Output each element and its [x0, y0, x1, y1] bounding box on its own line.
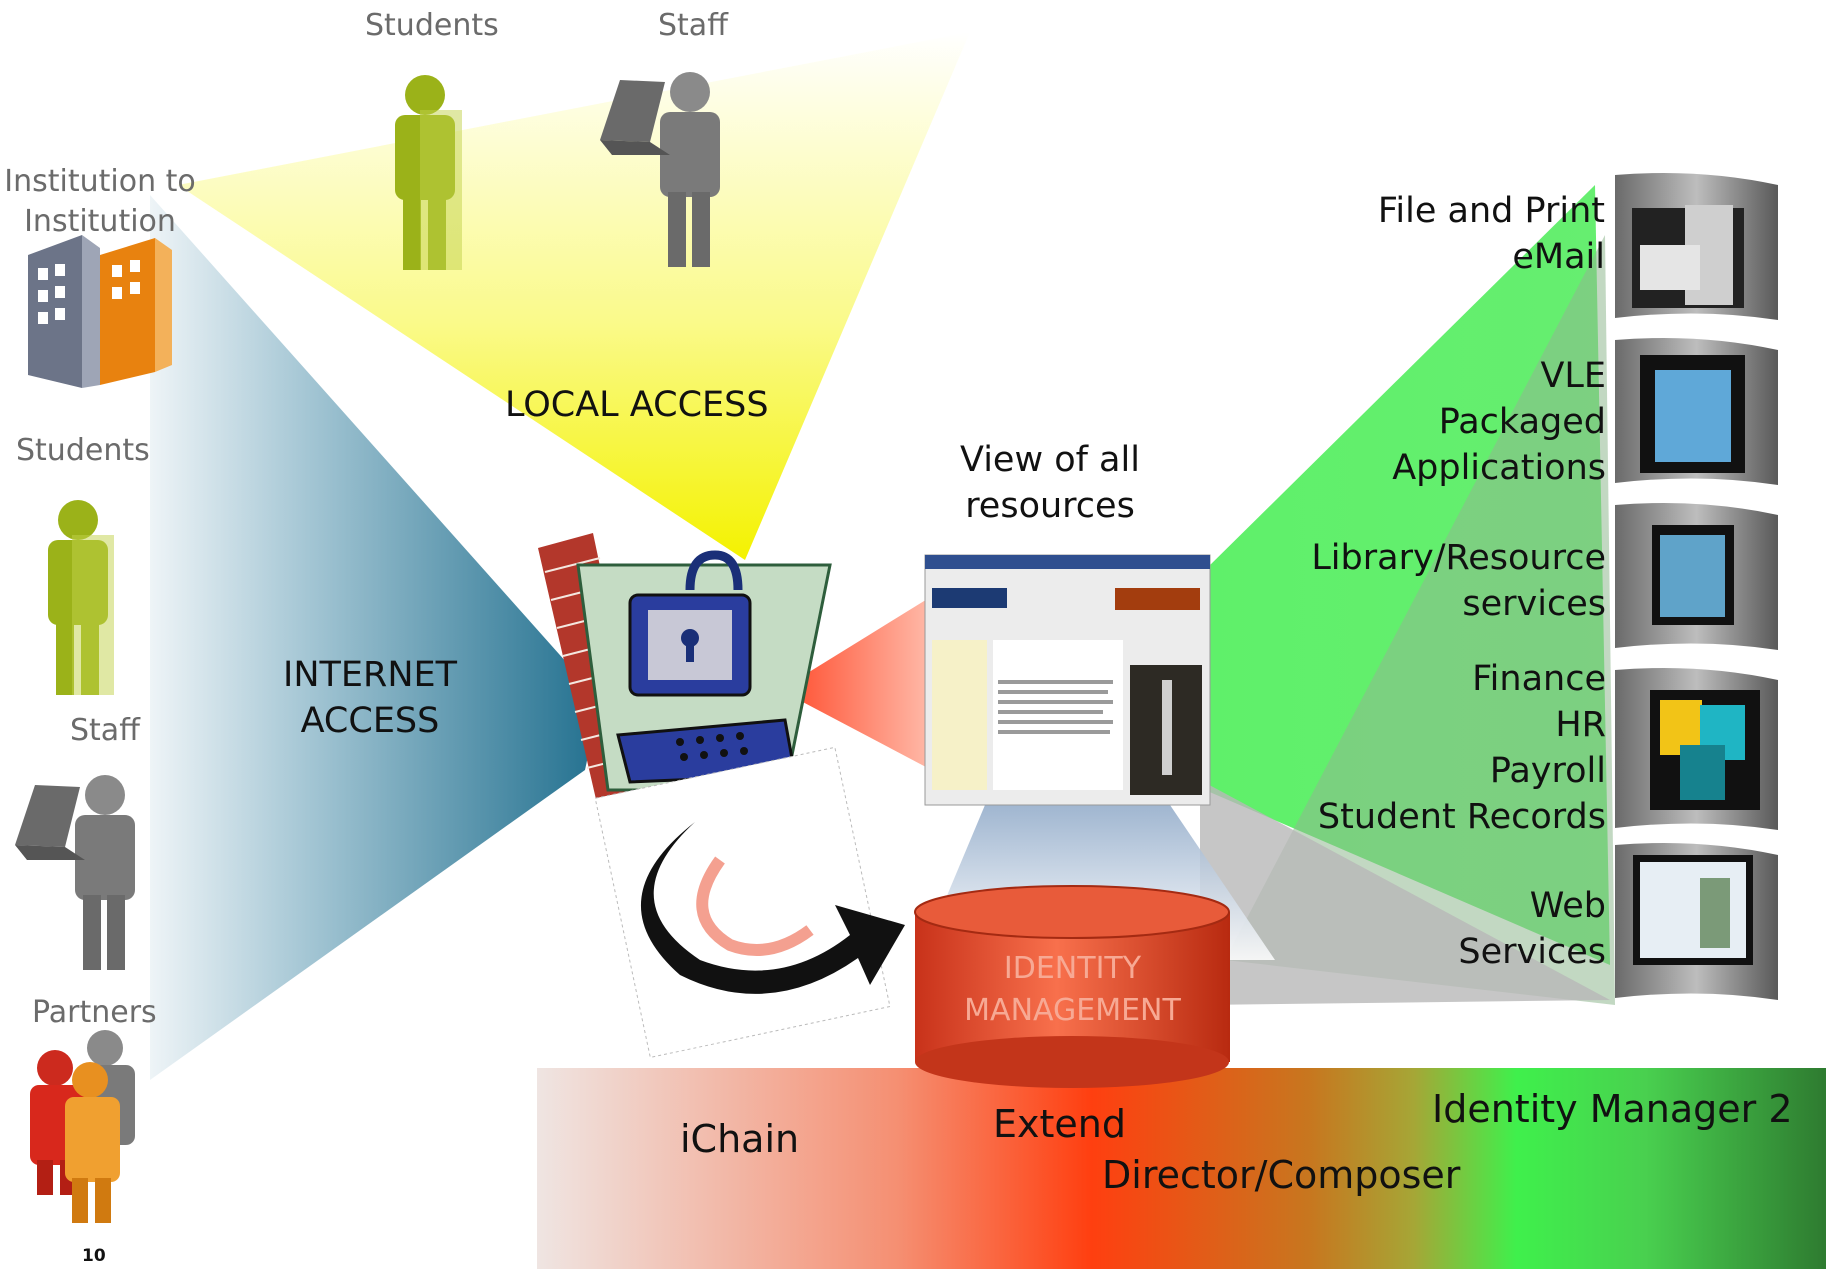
student-person-icon-left	[48, 500, 114, 695]
staff-person-icon-top	[600, 72, 720, 267]
secure-terminal-icon	[576, 550, 832, 792]
service-line: HR	[1555, 705, 1606, 745]
rack-vle	[1615, 337, 1778, 485]
left-students-label: Students	[16, 433, 150, 468]
left-staff-label: Staff	[70, 713, 140, 748]
top-students-label: Students	[365, 8, 499, 43]
identity-database-icon	[914, 885, 1230, 1088]
identity-manager-label: Identity Manager 2	[1432, 1087, 1793, 1131]
internet-access-line1: INTERNET	[283, 655, 457, 695]
sync-arrow-icon	[594, 746, 905, 1059]
partners-group-icon	[30, 1030, 135, 1223]
service-line: services	[1462, 584, 1606, 624]
service-label-file-print: File and Print eMail	[1378, 188, 1605, 280]
institution-label: Institution to Institution	[0, 162, 200, 242]
service-line: Payroll	[1489, 751, 1606, 791]
local-access-label: LOCAL ACCESS	[505, 385, 769, 425]
services-shadow-beam	[1225, 235, 1615, 1005]
page-number: 10	[82, 1246, 106, 1266]
internet-access-beam	[150, 195, 600, 1080]
service-line: Packaged	[1438, 402, 1606, 442]
service-line: Student Records	[1317, 797, 1606, 837]
rack-library	[1615, 502, 1778, 650]
db-to-services-beam	[1200, 780, 1610, 1005]
service-line: Finance	[1472, 659, 1606, 699]
identity-line2: MANAGEMENT	[964, 993, 1181, 1028]
extend-label: Extend	[993, 1102, 1126, 1146]
service-label-web: Web Services	[1458, 883, 1606, 975]
service-label-vle: VLE Packaged Applications	[1392, 353, 1606, 491]
rack-web	[1615, 842, 1778, 1000]
view-label-line1: View of all	[960, 440, 1140, 480]
rack-finance	[1615, 667, 1778, 830]
director-composer-label: Director/Composer	[1102, 1153, 1461, 1197]
top-staff-label: Staff	[658, 8, 728, 43]
service-line: Web	[1529, 886, 1606, 926]
rack-file-print	[1615, 172, 1778, 320]
buildings-icon	[28, 235, 172, 388]
internet-access-label: INTERNET ACCESS	[270, 652, 470, 744]
internet-access-line2: ACCESS	[300, 701, 440, 741]
partners-label: Partners	[32, 995, 157, 1030]
staff-person-icon-left	[15, 775, 135, 970]
student-person-icon-top	[395, 75, 462, 270]
view-label-line2: resources	[965, 486, 1135, 526]
service-line: Services	[1458, 932, 1606, 972]
service-line: File and Print	[1377, 191, 1605, 231]
service-label-finance: Finance HR Payroll Student Records	[1318, 656, 1606, 840]
identity-management-label: IDENTITY MANAGEMENT	[940, 948, 1205, 1032]
institution-label-text: Institution to Institution	[4, 164, 196, 239]
local-access-beam	[178, 32, 970, 560]
product-bar	[537, 1068, 1826, 1269]
identity-line1: IDENTITY	[1003, 951, 1142, 986]
service-label-library: Library/Resource services	[1311, 535, 1606, 627]
service-line: VLE	[1540, 356, 1606, 396]
service-racks	[1615, 172, 1778, 1000]
service-line: Applications	[1392, 448, 1606, 488]
view-label: View of all resources	[930, 437, 1170, 529]
portal-beam	[780, 585, 960, 785]
service-line: Library/Resource	[1311, 538, 1606, 578]
portal-screenshot-icon	[924, 554, 1211, 806]
ichain-label: iChain	[680, 1117, 800, 1161]
service-line: eMail	[1512, 237, 1605, 277]
